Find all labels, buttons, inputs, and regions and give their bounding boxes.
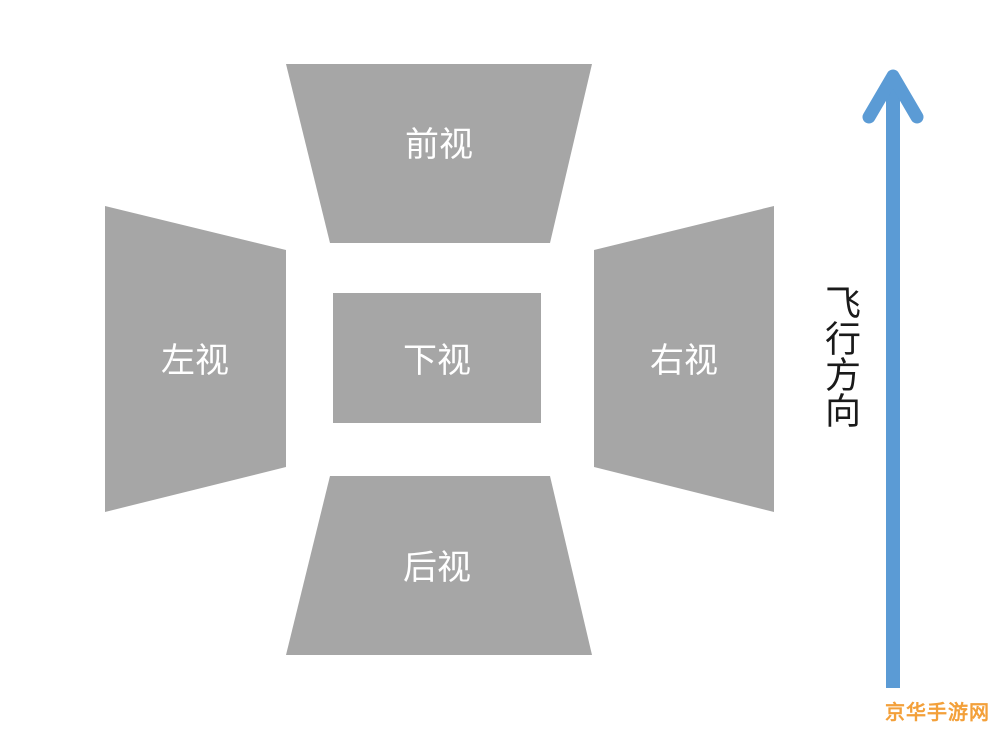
arrow-head-icon	[862, 69, 924, 124]
bottom-view-shape	[333, 293, 541, 423]
front-view-label: 前视	[405, 125, 473, 165]
back-view-panel: 后视	[286, 476, 592, 655]
flight-direction-label: 飞行方向	[819, 284, 860, 428]
back-view-label: 后视	[403, 548, 471, 588]
front-view-panel: 前视	[286, 64, 592, 243]
front-view-shape	[286, 64, 592, 243]
left-view-label: 左视	[161, 341, 229, 381]
back-view-shape	[286, 476, 592, 655]
right-view-label: 右视	[650, 341, 718, 381]
left-view-panel: 左视	[105, 206, 286, 512]
right-view-panel: 右视	[594, 206, 774, 512]
bottom-view-label: 下视	[403, 341, 471, 381]
bottom-view-panel: 下视	[333, 293, 541, 423]
flight-direction-arrow	[862, 69, 924, 688]
watermark: 京华手游网	[885, 700, 990, 724]
right-view-shape	[594, 206, 774, 512]
left-view-shape	[105, 206, 286, 512]
